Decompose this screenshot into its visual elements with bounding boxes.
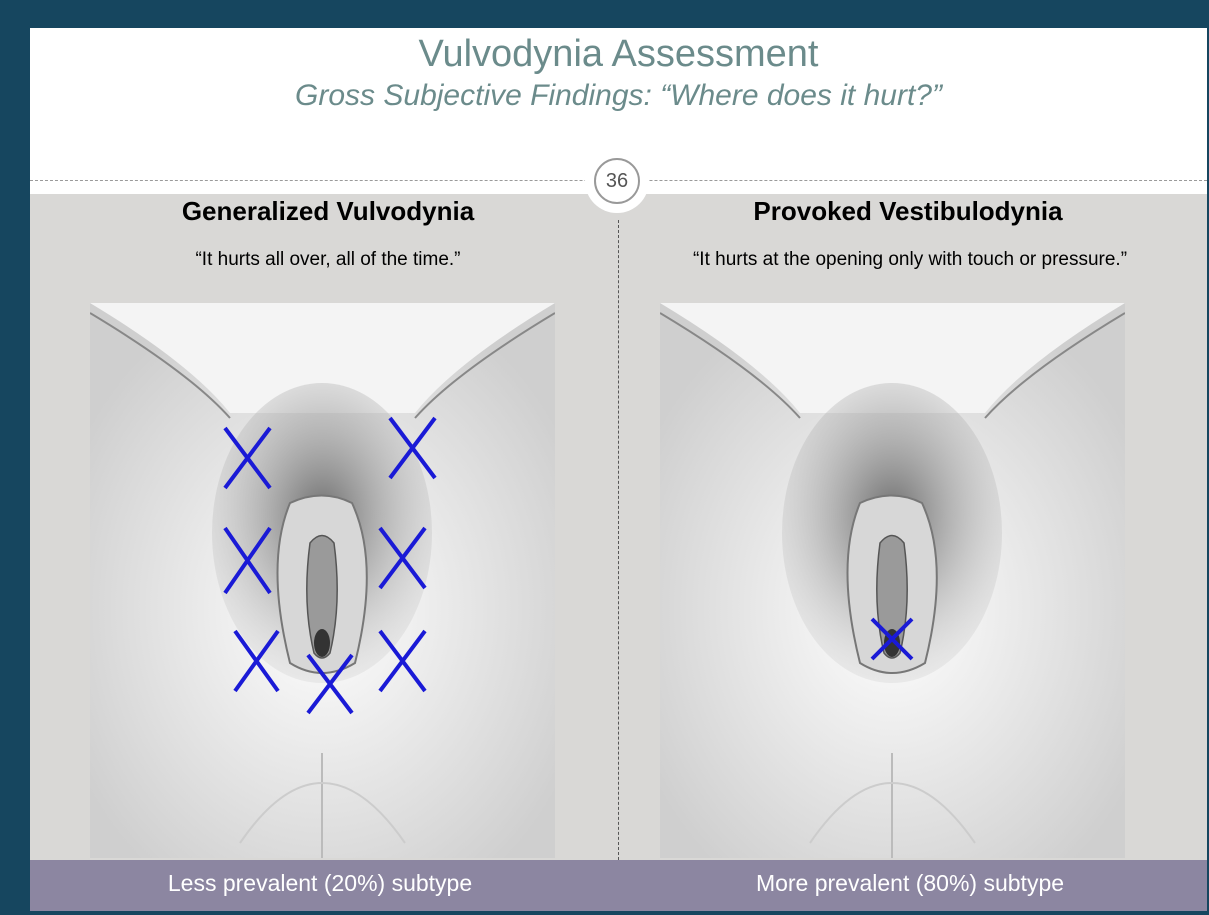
left-quote: “It hurts all over, all of the time.”	[48, 246, 608, 274]
right-heading: Provoked Vestibulodynia	[628, 196, 1188, 227]
slide-subtitle: Gross Subjective Findings: “Where does i…	[30, 76, 1207, 116]
left-footer-text: Less prevalent (20%) subtype	[30, 863, 610, 903]
slide: Vulvodynia Assessment Gross Subjective F…	[30, 28, 1207, 911]
slide-title: Vulvodynia Assessment	[30, 30, 1207, 78]
left-heading: Generalized Vulvodynia	[48, 196, 608, 227]
right-footer-text: More prevalent (80%) subtype	[620, 863, 1200, 903]
left-anatomy-illustration	[90, 303, 555, 858]
right-quote: “It hurts at the opening only with touch…	[670, 246, 1150, 274]
right-anatomy-illustration	[660, 303, 1125, 858]
column-divider	[618, 220, 619, 860]
